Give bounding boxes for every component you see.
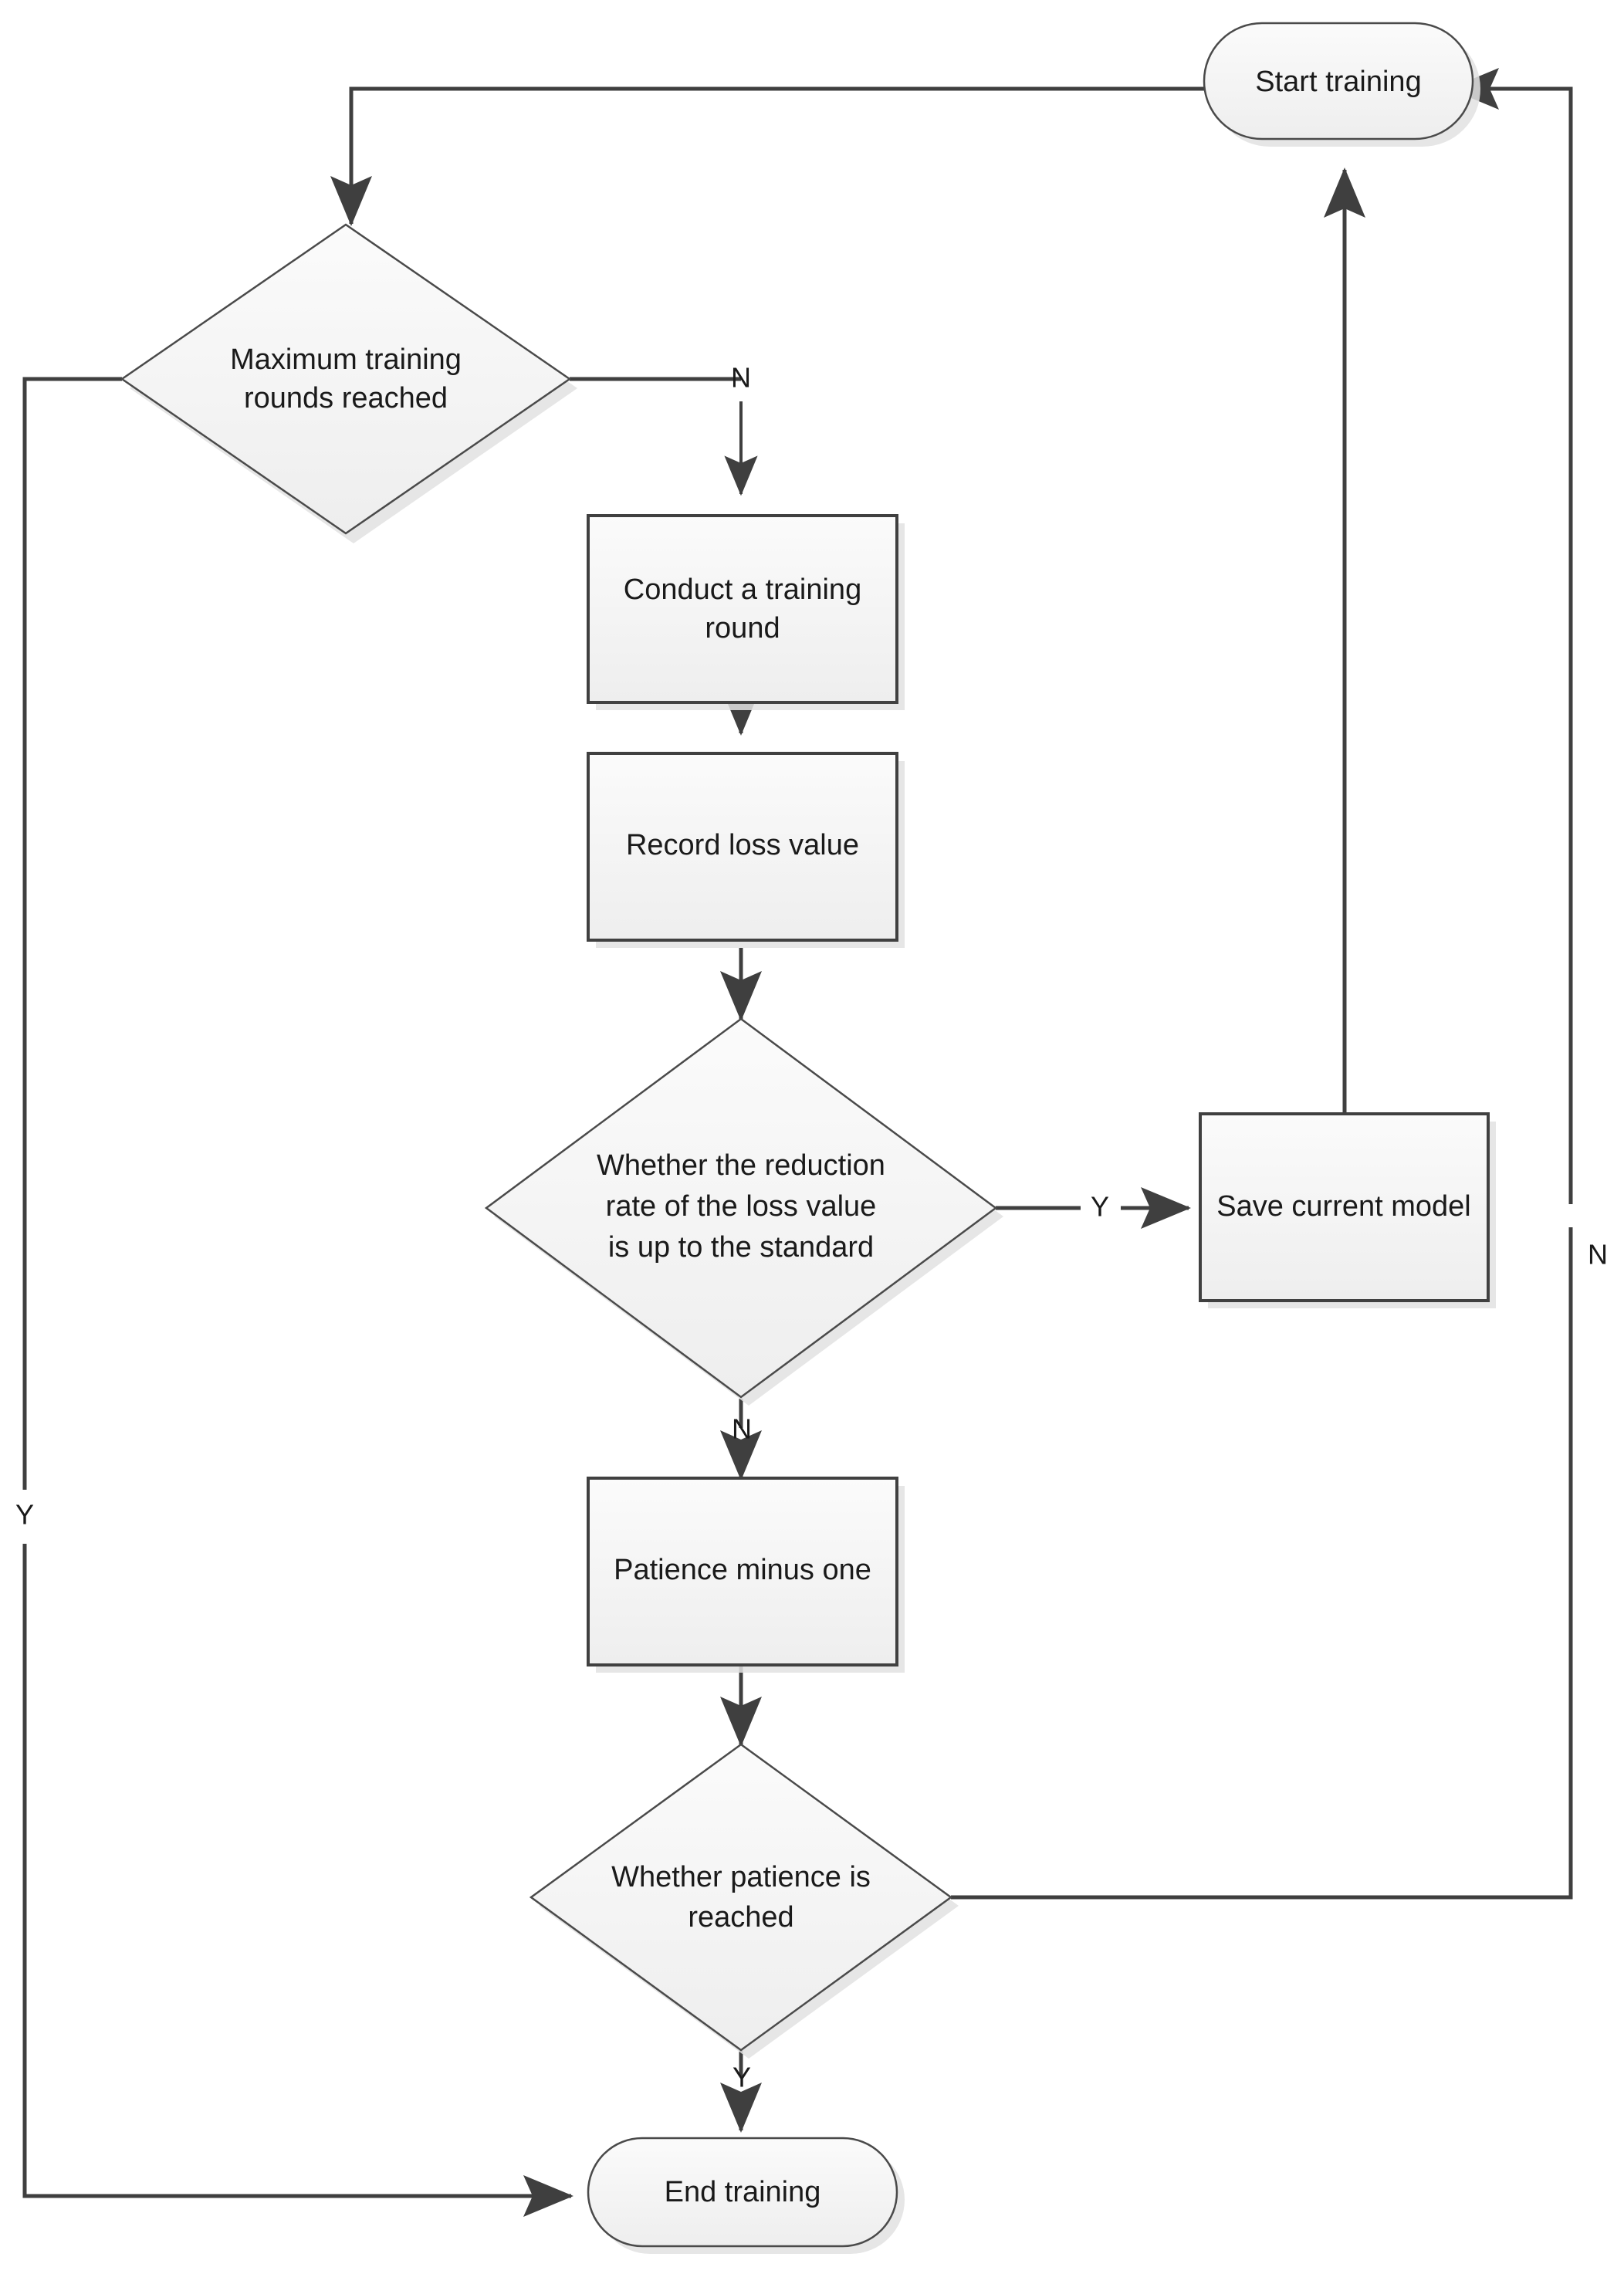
node-save-current-model[interactable]: Save current model bbox=[1199, 1112, 1496, 1308]
edge-label-patience-yes: Y bbox=[732, 2062, 751, 2093]
node-record-loss-value[interactable]: Record loss value bbox=[587, 752, 905, 948]
edge-label-reduction-yes: Y bbox=[1091, 1191, 1109, 1223]
edge-label-max-rounds-no: N bbox=[731, 362, 751, 394]
edge-label-patience-no: N bbox=[1588, 1239, 1608, 1271]
node-patience-reached-label-line1: Whether patience is bbox=[611, 1861, 871, 1893]
node-save-current-model-label: Save current model bbox=[1216, 1190, 1471, 1223]
node-patience-minus-one[interactable]: Patience minus one bbox=[587, 1477, 905, 1673]
edge-label-max-rounds-yes: Y bbox=[15, 1499, 34, 1531]
node-patience-reached-label-line2: reached bbox=[688, 1901, 793, 1934]
edge-patience-no bbox=[951, 68, 1573, 1900]
node-conduct-training-round-label-line2: round bbox=[705, 612, 780, 645]
node-max-training-rounds[interactable]: Maximum training rounds reached bbox=[120, 223, 577, 543]
node-patience-reached-decision[interactable]: Whether patience is reached bbox=[529, 1743, 959, 2059]
node-end-training-label: End training bbox=[665, 2176, 821, 2208]
node-conduct-training-round-label-line1: Conduct a training bbox=[624, 574, 861, 606]
node-max-training-rounds-label-line2: rounds reached bbox=[244, 382, 448, 415]
node-reduction-rate-label-line3: is up to the standard bbox=[608, 1231, 874, 1264]
edge-max-rounds-yes bbox=[22, 377, 574, 2217]
edge-max-rounds-no bbox=[570, 377, 758, 496]
node-conduct-training-round[interactable]: Conduct a training round bbox=[587, 514, 905, 710]
node-start-training-label: Start training bbox=[1255, 66, 1421, 98]
node-max-training-rounds-label-line1: Maximum training bbox=[230, 343, 462, 376]
node-record-loss-value-label: Record loss value bbox=[626, 829, 859, 861]
edge-label-reduction-no: N bbox=[732, 1413, 752, 1445]
node-reduction-rate-label-line2: rate of the loss value bbox=[606, 1190, 877, 1223]
edge-start-to-max-rounds bbox=[330, 86, 1269, 227]
node-reduction-rate-decision[interactable]: Whether the reduction rate of the loss v… bbox=[484, 1017, 1003, 1406]
node-start-training[interactable]: Start training bbox=[1203, 22, 1480, 147]
node-patience-minus-one-label: Patience minus one bbox=[614, 1554, 871, 1586]
node-reduction-rate-label-line1: Whether the reduction bbox=[597, 1149, 885, 1182]
node-end-training[interactable]: End training bbox=[587, 2137, 905, 2254]
